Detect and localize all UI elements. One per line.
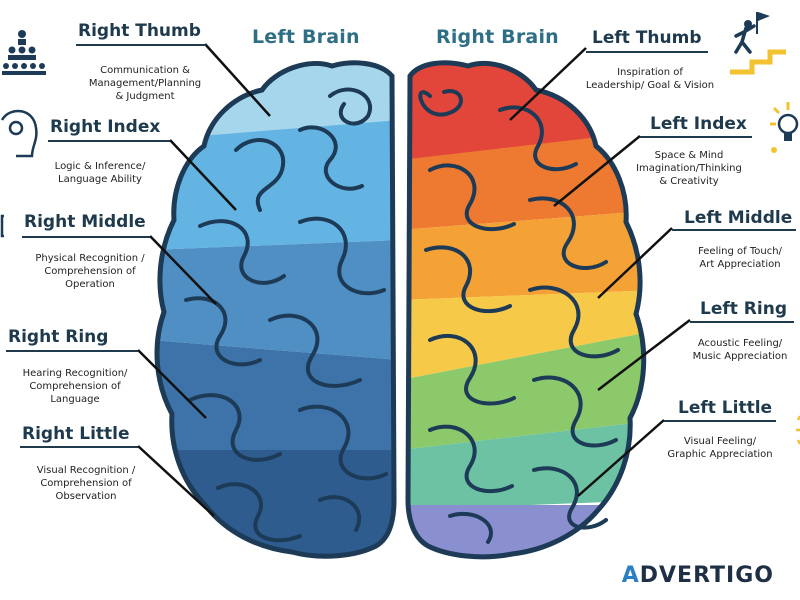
underline-right-middle	[22, 236, 150, 238]
leader-left-little	[577, 419, 665, 497]
band-right-amber	[408, 210, 644, 300]
finger-label-left-thumb: Left Thumb	[592, 28, 702, 48]
finger-label-left-index: Left Index	[650, 114, 747, 134]
finger-label-left-ring: Left Ring	[700, 299, 787, 319]
leader-left-middle	[597, 227, 673, 299]
desc-left-ring: Acoustic Feeling/ Music Appreciation	[692, 338, 788, 362]
underline-right-ring	[6, 350, 138, 352]
band-left-upper	[157, 120, 394, 250]
bracket-icon	[0, 214, 4, 238]
leader-left-ring	[597, 319, 691, 391]
underline-right-thumb	[76, 44, 206, 46]
leader-right-little	[137, 445, 215, 517]
desc-right-middle: Physical Recognition / Comprehension of …	[35, 253, 145, 290]
underline-left-middle	[672, 229, 796, 231]
band-left-lower	[157, 340, 394, 460]
leader-right-middle	[149, 235, 217, 305]
desc-left-middle: Feeling of Touch/ Art Appreciation	[698, 246, 782, 270]
lightbulb-icon	[770, 102, 799, 153]
desc-left-index: Space & Mind Imagination/Thinking & Crea…	[636, 150, 742, 187]
desc-right-thumb: Communication & Management/Planning & Ju…	[88, 65, 202, 102]
desc-left-thumb: Inspiration of Leadership/ Goal & Vision	[585, 67, 715, 91]
underline-right-index	[48, 140, 170, 142]
right-hemisphere-bands	[408, 62, 644, 557]
desc-right-index: Logic & Inference/ Language Ability	[54, 161, 146, 185]
brain-head-icon	[0, 109, 38, 158]
watermark-logo-mark: A	[621, 563, 640, 588]
sparkle-icon	[796, 415, 800, 445]
desc-right-little: Visual Recognition / Comprehension of Ob…	[36, 465, 136, 502]
leader-right-thumb	[204, 43, 271, 117]
leader-left-thumb	[509, 47, 587, 121]
band-right-orange	[408, 130, 644, 230]
leader-lines	[137, 43, 691, 517]
leader-right-index	[169, 139, 237, 211]
finger-label-right-ring: Right Ring	[8, 327, 109, 347]
band-right-yellow	[408, 290, 644, 380]
finger-label-right-thumb: Right Thumb	[78, 21, 201, 41]
right-gyri	[418, 88, 620, 544]
underline-left-little	[664, 420, 776, 422]
band-right-teal	[408, 420, 644, 510]
desc-right-ring: Hearing Recognition/ Comprehension of La…	[22, 368, 128, 405]
left-brain-header: Left Brain	[252, 26, 360, 48]
advertigo-watermark: ADVERTIGO	[622, 563, 774, 588]
underline-left-index	[640, 136, 752, 138]
finger-label-left-little: Left Little	[678, 398, 773, 418]
climber-icon	[730, 12, 786, 75]
underline-left-thumb	[586, 51, 708, 53]
finger-label-right-index: Right Index	[50, 117, 161, 137]
underline-left-ring	[690, 321, 794, 323]
leader-left-index	[553, 135, 641, 207]
leader-right-ring	[137, 349, 207, 419]
finger-label-left-middle: Left Middle	[684, 208, 793, 228]
right-brain-header: Right Brain	[436, 26, 559, 48]
underline-right-little	[20, 446, 138, 448]
desc-left-little: Visual Feeling/ Graphic Appreciation	[667, 436, 773, 460]
team-icon	[2, 30, 46, 75]
watermark-text: DVERTIGO	[639, 563, 774, 588]
finger-label-right-middle: Right Middle	[24, 212, 146, 232]
finger-label-right-little: Right Little	[22, 424, 130, 444]
band-right-green	[408, 330, 644, 450]
left-gyri	[184, 87, 388, 543]
